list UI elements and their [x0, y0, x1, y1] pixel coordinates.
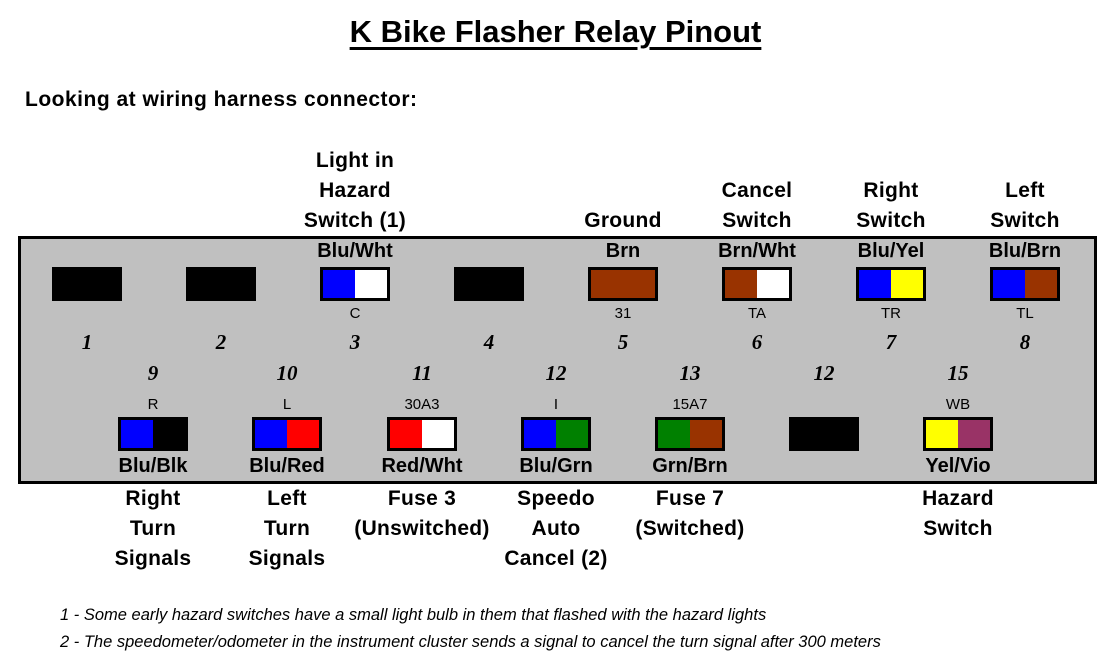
pin-number: 12 — [545, 361, 567, 385]
primary-color-stripe — [390, 420, 422, 448]
empty-pin-slot — [186, 267, 256, 301]
empty-pin-slot — [454, 267, 524, 301]
primary-color-stripe — [859, 270, 891, 298]
primary-color-stripe — [591, 270, 623, 298]
terminal-code: TR — [881, 305, 901, 322]
empty-pin-slot — [52, 267, 122, 301]
secondary-color-stripe — [757, 270, 789, 298]
pin-number: 5 — [617, 330, 629, 354]
primary-color-stripe — [255, 420, 287, 448]
wire-color-swatch — [320, 267, 390, 301]
secondary-color-stripe — [891, 270, 923, 298]
wire-color-swatch — [923, 417, 993, 451]
pin-number: 9 — [147, 361, 159, 385]
view-description: Looking at wiring harness connector: — [25, 88, 418, 111]
pin-function-label: Fuse 7(Switched) — [635, 487, 745, 540]
wire-color-swatch — [588, 267, 658, 301]
empty-pin-slot — [789, 417, 859, 451]
pin-number: 3 — [349, 330, 361, 354]
pin-number: 15 — [947, 361, 969, 385]
footnote-2: 2 - The speedometer/odometer in the inst… — [60, 633, 881, 651]
pin-number: 6 — [751, 330, 763, 354]
pin-number: 4 — [483, 330, 495, 354]
wire-color-swatch — [118, 417, 188, 451]
diagram-title: K Bike Flasher Relay Pinout — [0, 14, 1111, 50]
primary-color-stripe — [524, 420, 556, 448]
secondary-color-stripe — [623, 270, 655, 298]
wire-color-swatch — [521, 417, 591, 451]
primary-color-stripe — [725, 270, 757, 298]
terminal-code: TL — [1016, 305, 1034, 322]
wire-color-label: Blu/Grn — [519, 455, 593, 477]
secondary-color-stripe — [556, 420, 588, 448]
primary-color-stripe — [926, 420, 958, 448]
terminal-code: I — [553, 396, 559, 413]
terminal-code: WB — [945, 396, 971, 413]
wire-color-label: Blu/Wht — [317, 240, 393, 262]
wire-color-label: Blu/Blk — [118, 455, 188, 477]
title-text: K Bike Flasher Relay Pinout — [349, 14, 762, 49]
primary-color-stripe — [323, 270, 355, 298]
pin-number: 1 — [81, 330, 93, 354]
terminal-code: 15A7 — [672, 396, 708, 413]
terminal-code: R — [147, 396, 159, 413]
pin-number: 2 — [215, 330, 227, 354]
wire-color-label: Grn/Brn — [652, 455, 728, 477]
pin-function-label: Fuse 3(Unswitched) — [354, 487, 490, 540]
wire-color-label: Blu/Brn — [988, 240, 1062, 262]
wire-color-label: Brn/Wht — [718, 240, 796, 262]
terminal-code: 31 — [614, 305, 632, 322]
secondary-color-stripe — [422, 420, 454, 448]
pin-number: 8 — [1019, 330, 1031, 354]
wire-color-swatch — [856, 267, 926, 301]
terminal-code: L — [282, 396, 292, 413]
secondary-color-stripe — [287, 420, 319, 448]
primary-color-stripe — [993, 270, 1025, 298]
wire-color-label: Blu/Red — [249, 455, 325, 477]
secondary-color-stripe — [958, 420, 990, 448]
terminal-code: TA — [747, 305, 767, 322]
secondary-color-stripe — [690, 420, 722, 448]
footnote-1: 1 - Some early hazard switches have a sm… — [60, 606, 767, 624]
pin-number: 7 — [885, 330, 897, 354]
wire-color-label: Yel/Vio — [925, 455, 991, 477]
primary-color-stripe — [658, 420, 690, 448]
pin-number: 11 — [412, 361, 432, 385]
pin-number: 13 — [679, 361, 701, 385]
terminal-code: 30A3 — [404, 396, 440, 413]
secondary-color-stripe — [355, 270, 387, 298]
wire-color-swatch — [387, 417, 457, 451]
wire-color-label: Brn — [605, 240, 641, 262]
wire-color-swatch — [990, 267, 1060, 301]
pin-number: 10 — [276, 361, 298, 385]
wire-color-swatch — [252, 417, 322, 451]
primary-color-stripe — [121, 420, 153, 448]
wire-color-label: Blu/Yel — [857, 240, 925, 262]
wire-color-swatch — [655, 417, 725, 451]
pin-number: 12 — [813, 361, 835, 385]
wire-color-swatch — [722, 267, 792, 301]
wire-color-label: Red/Wht — [381, 455, 463, 477]
pin-function-label: Ground — [584, 209, 662, 232]
terminal-code: C — [349, 305, 361, 322]
secondary-color-stripe — [153, 420, 185, 448]
secondary-color-stripe — [1025, 270, 1057, 298]
